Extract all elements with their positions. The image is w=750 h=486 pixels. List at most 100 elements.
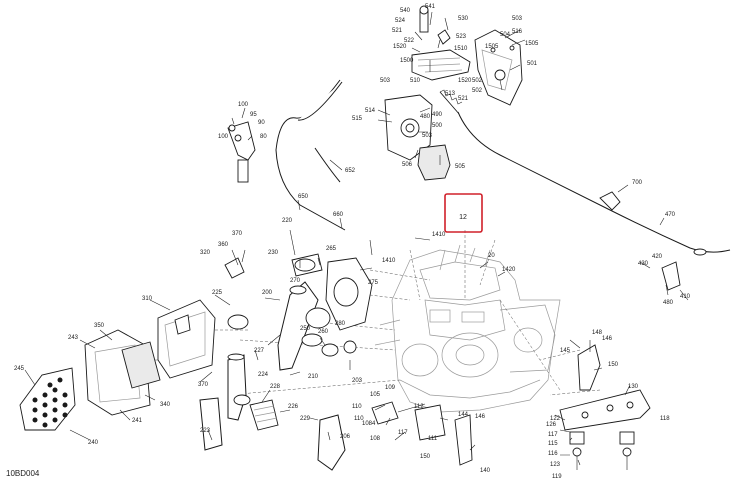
callout: 280 [335,321,346,327]
callout: 1420 [502,267,516,273]
cable-end-bracket [661,261,681,291]
callout: 200 [262,290,273,296]
callout: 500 [432,123,443,129]
callout: 275 [368,280,379,286]
callout: 223 [200,428,211,434]
callout: 524 [395,18,406,24]
air-filter-grille [19,367,76,431]
engine-assembly [374,244,561,413]
callout: 515 [352,116,363,122]
callout: 420 [652,254,663,260]
sensor-bracket [227,121,256,183]
callout: 370 [232,231,243,237]
callout: 652 [345,168,356,174]
callout: 146 [475,414,486,420]
callout-labels: 10BD004 540 541 524 530 521 523 522 1520… [6,4,691,480]
intake-duct-lower [227,353,247,421]
callout: 230 [268,250,279,256]
engine-mount-bracket [577,344,601,391]
cable-clip [599,191,621,211]
shifter-bracket-assembly [474,29,523,106]
mount-bracket-center [414,404,446,441]
callout: 480 [420,114,431,120]
callout: 123 [550,462,561,468]
callout: 502 [472,78,483,84]
callout: 1505 [525,41,539,47]
callout: 111 [428,436,438,442]
callout: 270 [290,278,301,284]
rubber-mounts [569,431,635,470]
cover-plate [417,144,451,181]
callout: 516 [512,29,523,35]
callout: 503 [512,16,523,22]
shift-lever-assembly [411,5,471,81]
callout: 506 [402,162,413,168]
callout: 109 [385,385,396,391]
callout: 513 [445,91,456,97]
callout: 541 [425,4,436,10]
callout: 100 [218,134,229,140]
callout: 126 [546,422,557,428]
callout: 1520 [393,44,407,50]
callout: 245 [14,366,25,372]
callout: 1410 [382,258,396,264]
callout: 470 [665,212,676,218]
shift-cable [275,79,346,231]
callout: 220 [282,218,293,224]
callout: 206 [340,434,351,440]
callout: 225 [212,290,223,296]
callout: 260 [318,329,329,335]
callout: 430 [638,261,649,267]
callout: 350 [94,323,105,329]
callout: 504 [500,32,511,38]
intake-elbow [199,397,223,451]
callout: 502 [472,88,483,94]
callout: 700 [632,180,643,186]
spring-rod [439,89,463,116]
callout: 203 [352,378,363,384]
callout: 503 [380,78,391,84]
callout: 110 [354,416,364,422]
callout: 505 [455,164,466,170]
callout: 310 [142,296,153,302]
callout: 150 [608,362,619,368]
callout: 480 [663,300,674,306]
small-bracket-left [224,257,245,279]
callout: 1510 [454,46,468,52]
callout: 119 [552,474,562,480]
callout: 530 [458,16,469,22]
airbox-assembly [157,299,216,379]
callout: 229 [300,416,311,422]
callout: 241 [132,418,143,424]
callout: 80 [260,134,267,140]
short-cable [314,147,341,183]
filter-element [121,341,161,389]
callout: 240 [88,440,99,446]
callout: 522 [404,38,415,44]
callout: 1500 [400,58,414,64]
intake-tube-right [317,414,346,471]
callout: 117 [398,430,408,436]
callout: 410 [680,294,691,300]
callout: 90 [258,120,265,126]
bellows-boot [249,399,279,431]
callout: 110 [352,404,362,410]
callout: 340 [160,402,171,408]
callout: 150 [420,454,431,460]
callout: 1084 [362,421,376,427]
callout: 660 [333,212,344,218]
callout: 503 [422,133,433,139]
callout: 105 [370,392,381,398]
callout: 514 [365,108,376,114]
callout: 112 [414,404,424,410]
callout: 146 [602,336,613,342]
callout: 243 [68,335,79,341]
callout: 145 [560,348,571,354]
callout: 130 [628,384,639,390]
callout: 118 [660,416,670,422]
callout: 523 [456,34,467,40]
callout: 360 [218,242,229,248]
callout: 1410 [432,232,446,238]
callout: 501 [527,61,538,67]
